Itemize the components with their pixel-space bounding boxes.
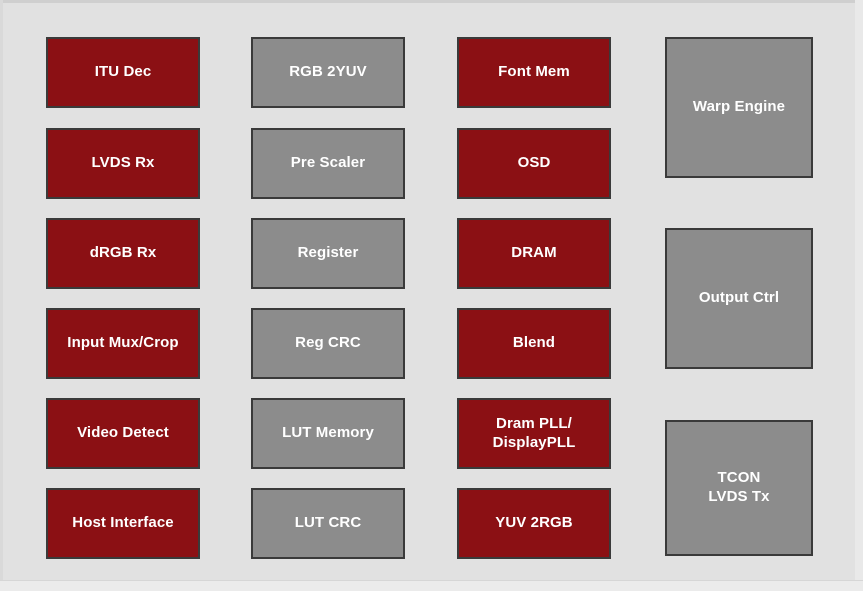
- block-output-ctrl[interactable]: Output Ctrl: [665, 228, 813, 369]
- block-register[interactable]: Register: [251, 218, 405, 289]
- block-lvds-rx[interactable]: LVDS Rx: [46, 128, 200, 199]
- canvas-frame-bottom: [0, 580, 863, 591]
- block-label: Pre Scaler: [290, 154, 366, 172]
- block-host-interface[interactable]: Host Interface: [46, 488, 200, 559]
- block-video-detect[interactable]: Video Detect: [46, 398, 200, 469]
- canvas-frame-right: [855, 0, 863, 591]
- block-label: TCON LVDS Tx: [708, 469, 770, 505]
- block-label: Host Interface: [72, 514, 174, 532]
- block-drgb-rx[interactable]: dRGB Rx: [46, 218, 200, 289]
- canvas-frame-top: [0, 0, 863, 3]
- block-label: Warp Engine: [692, 98, 786, 116]
- block-rgb-2yuv[interactable]: RGB 2YUV: [251, 37, 405, 108]
- block-tcon-lvds-tx[interactable]: TCON LVDS Tx: [665, 420, 813, 556]
- block-warp-engine[interactable]: Warp Engine: [665, 37, 813, 178]
- block-itu-dec[interactable]: ITU Dec: [46, 37, 200, 108]
- block-blend[interactable]: Blend: [457, 308, 611, 379]
- block-font-mem[interactable]: Font Mem: [457, 37, 611, 108]
- block-lut-memory[interactable]: LUT Memory: [251, 398, 405, 469]
- block-label: Reg CRC: [295, 334, 361, 352]
- block-input-mux-crop[interactable]: Input Mux/Crop: [46, 308, 200, 379]
- block-label: OSD: [517, 154, 551, 172]
- canvas-frame-left: [0, 0, 3, 591]
- block-reg-crc[interactable]: Reg CRC: [251, 308, 405, 379]
- block-label: LVDS Rx: [91, 154, 155, 172]
- block-label: LUT Memory: [282, 424, 374, 442]
- block-label: Video Detect: [77, 424, 169, 442]
- block-label: Input Mux/Crop: [67, 334, 179, 352]
- block-label: DRAM: [511, 244, 557, 262]
- block-label: RGB 2YUV: [289, 63, 367, 81]
- block-lut-crc[interactable]: LUT CRC: [251, 488, 405, 559]
- block-label: Output Ctrl: [698, 289, 780, 307]
- block-pre-scaler[interactable]: Pre Scaler: [251, 128, 405, 199]
- block-label: Font Mem: [498, 63, 570, 81]
- block-yuv-2rgb[interactable]: YUV 2RGB: [457, 488, 611, 559]
- block-label: LUT CRC: [294, 514, 362, 532]
- block-dram[interactable]: DRAM: [457, 218, 611, 289]
- block-label: Dram PLL/ DisplayPLL: [492, 414, 576, 451]
- block-label: ITU Dec: [94, 63, 152, 81]
- block-label: YUV 2RGB: [495, 514, 573, 532]
- block-dram-pll-displaypll[interactable]: Dram PLL/ DisplayPLL: [457, 398, 611, 469]
- block-label: Blend: [512, 334, 556, 352]
- block-label: Register: [297, 244, 359, 262]
- block-osd[interactable]: OSD: [457, 128, 611, 199]
- block-label: dRGB Rx: [89, 244, 157, 262]
